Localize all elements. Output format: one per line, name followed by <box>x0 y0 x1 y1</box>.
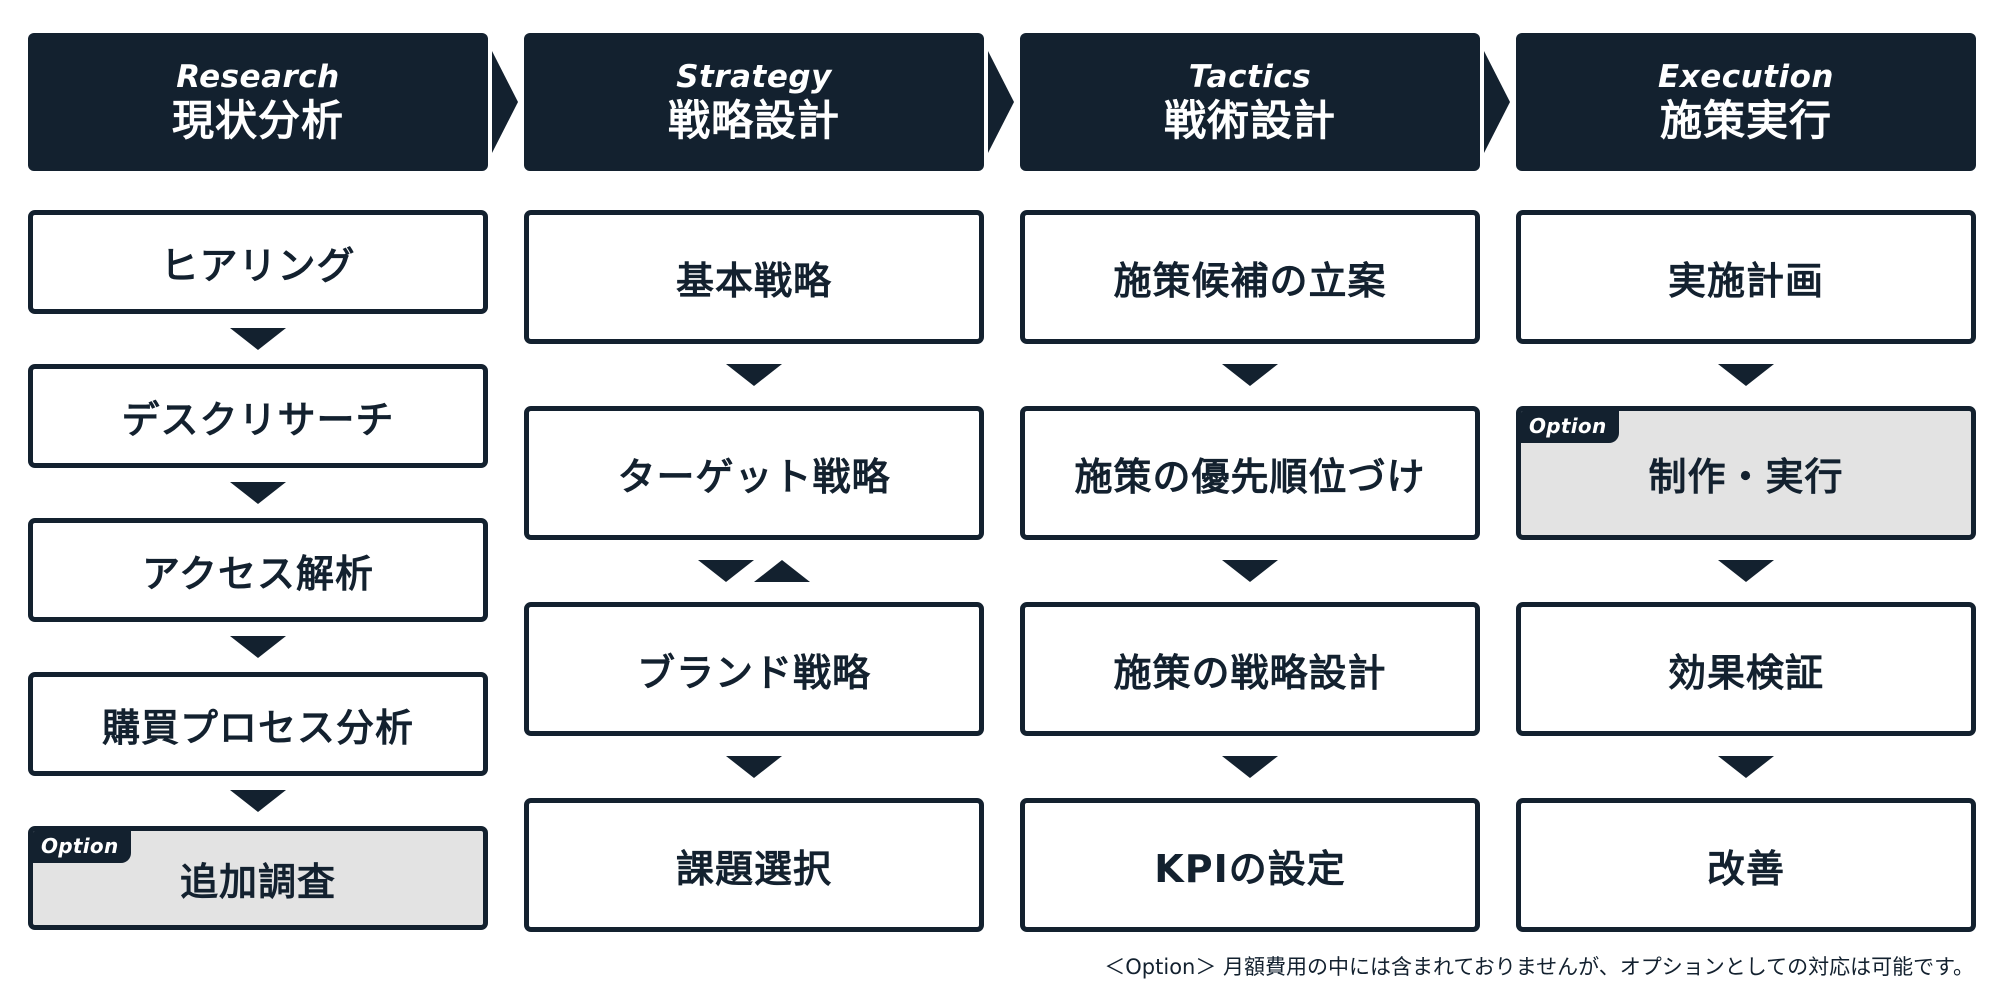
arrow-down-icon <box>230 328 286 350</box>
step-box: 実施計画 <box>1516 210 1976 344</box>
phase-title-ja: 戦略設計 <box>667 96 840 145</box>
step-box: 購買プロセス分析 <box>28 672 488 776</box>
step-box: ヒアリング <box>28 210 488 314</box>
step-label: 施策の優先順位づけ <box>1074 454 1426 499</box>
arrow-down-icon <box>1718 364 1774 386</box>
step-label: ブランド戦略 <box>636 650 871 695</box>
step-label: 購買プロセス分析 <box>101 705 414 750</box>
step-label: 効果検証 <box>1667 650 1824 695</box>
step-label: ターゲット戦略 <box>617 454 891 499</box>
arrow-down-icon <box>726 756 782 778</box>
step-box: 施策の戦略設計 <box>1020 602 1480 736</box>
step-label: ヒアリング <box>160 243 356 288</box>
arrow-down-icon <box>698 560 754 582</box>
step-box: ブランド戦略 <box>524 602 984 736</box>
step-box: 基本戦略 <box>524 210 984 344</box>
phase-title-ja: 施策実行 <box>1659 96 1832 145</box>
step-box: KPIの設定 <box>1020 798 1480 932</box>
arrow-down-icon <box>1222 756 1278 778</box>
chevron-right-icon <box>492 51 518 153</box>
step-box: 効果検証 <box>1516 602 1976 736</box>
step-label: 改善 <box>1706 846 1785 891</box>
option-tag: Option <box>33 831 131 863</box>
step-box: 課題選択 <box>524 798 984 932</box>
step-label: 基本戦略 <box>675 258 832 303</box>
option-tag: Option <box>1521 411 1619 443</box>
step-label: 課題選択 <box>675 846 832 891</box>
phase-title-en: Strategy <box>676 59 832 95</box>
arrow-down-icon <box>230 482 286 504</box>
step-label: 実施計画 <box>1667 258 1824 303</box>
arrow-down-icon <box>230 636 286 658</box>
chevron-right-icon <box>988 51 1014 153</box>
step-box: 改善 <box>1516 798 1976 932</box>
phase-title-en: Tactics <box>1188 59 1312 95</box>
step-label: 制作・実行 <box>1648 454 1844 499</box>
step-label: KPIの設定 <box>1154 846 1346 891</box>
phase-title-en: Execution <box>1658 59 1834 95</box>
arrow-down-icon <box>726 364 782 386</box>
option-step-box: 制作・実行 Option <box>1516 406 1976 540</box>
phase-title-en: Research <box>176 59 340 95</box>
footnote: ＜Option＞ 月額費用の中には含まれておりませんが、オプションとしての対応は… <box>1104 955 1974 979</box>
step-label: 施策の戦略設計 <box>1113 650 1387 695</box>
step-box: ターゲット戦略 <box>524 406 984 540</box>
step-box: 施策の優先順位づけ <box>1020 406 1480 540</box>
arrow-down-icon <box>1718 756 1774 778</box>
step-label: デスクリサーチ <box>121 397 395 442</box>
step-label: 施策候補の立案 <box>1113 258 1387 303</box>
step-box: デスクリサーチ <box>28 364 488 468</box>
arrow-down-icon <box>230 790 286 812</box>
arrow-down-icon <box>1718 560 1774 582</box>
phase-title-ja: 戦術設計 <box>1163 96 1336 145</box>
step-box: アクセス解析 <box>28 518 488 622</box>
phase-title-ja: 現状分析 <box>171 96 344 145</box>
chevron-right-icon <box>1484 51 1510 153</box>
arrow-down-icon <box>1222 560 1278 582</box>
arrow-up-icon <box>754 560 810 582</box>
step-label: アクセス解析 <box>141 551 375 596</box>
arrow-down-icon <box>1222 364 1278 386</box>
step-label: 追加調査 <box>179 859 336 904</box>
option-step-box: 追加調査 Option <box>28 826 488 930</box>
step-box: 施策候補の立案 <box>1020 210 1480 344</box>
